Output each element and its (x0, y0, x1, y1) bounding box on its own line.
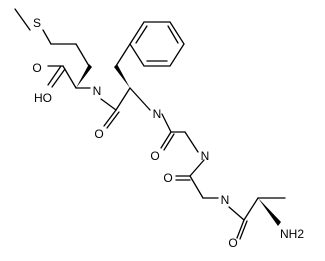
bond (42, 29, 52, 45)
sulfur-label: S (33, 16, 41, 30)
acid-oxygen-label: O (32, 61, 41, 75)
bond (184, 131, 199, 153)
wedge-bond (114, 64, 130, 88)
bond (135, 25, 148, 44)
bond (236, 219, 245, 239)
bond (51, 68, 66, 88)
wedge-bond (76, 64, 92, 88)
amide-nitrogen-label: N (93, 84, 102, 98)
amide-oxygen-label: O (150, 149, 159, 163)
atom-labels: S HO O N O N O N O N O NH2 (32, 16, 304, 250)
bond (115, 43, 131, 67)
bond (106, 111, 120, 129)
bond (189, 159, 205, 177)
amide-oxygen-label: O (228, 236, 237, 250)
bond (167, 25, 179, 44)
amide-oxygen-label: O (163, 171, 172, 185)
bond (228, 206, 245, 221)
bond (243, 197, 259, 221)
bond (163, 133, 175, 151)
bonds (14, 8, 286, 240)
amide-nitrogen-label: N (153, 107, 162, 121)
hydroxyl-label: HO (34, 91, 52, 105)
bond (47, 65, 62, 86)
amide-nitrogen-label: N (201, 149, 210, 163)
amine-label: NH2 (280, 227, 304, 241)
bond (189, 175, 204, 199)
bond (129, 87, 151, 111)
bond (239, 220, 248, 240)
amide-nitrogen-label: N (221, 193, 230, 207)
bond (161, 113, 172, 133)
amide-oxygen-label: O (94, 127, 103, 141)
bond (115, 87, 131, 111)
bond (100, 98, 117, 111)
bond (103, 109, 117, 127)
benzene-ring (129, 21, 185, 67)
wedge-bond (258, 198, 281, 226)
bond (160, 131, 172, 149)
bond (75, 43, 90, 67)
bond (14, 8, 31, 31)
